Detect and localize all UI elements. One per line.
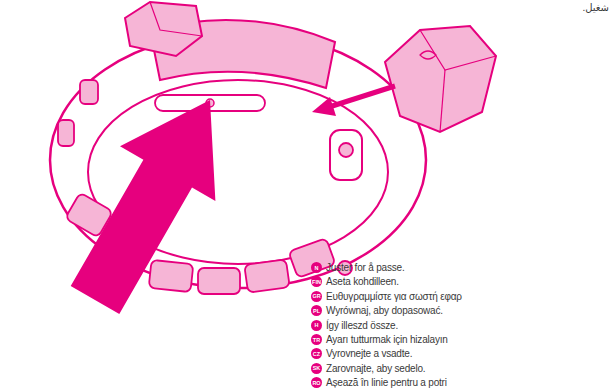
language-line: CZ Vyrovnejte a vsadte. <box>311 348 412 359</box>
insert-arrow <box>326 86 395 108</box>
push-arrow <box>71 100 216 314</box>
socket-knob <box>339 143 353 157</box>
instruction-text: Aseta kohdilleen. <box>326 276 399 287</box>
language-code: FIN <box>311 276 322 287</box>
language-code: H <box>311 320 322 331</box>
gem-top <box>125 2 202 56</box>
language-code: RO <box>311 377 322 388</box>
instruction-text: Zarovnajte, aby sedelo. <box>326 363 425 374</box>
language-code: SK <box>311 363 322 374</box>
arrow-head <box>312 97 336 116</box>
gem-piece <box>385 26 496 132</box>
language-line: N Juster for å passe. <box>311 262 404 273</box>
language-line: RO Așează în linie pentru a potri <box>311 377 447 388</box>
instruction-text: Ευθυγραμμίστε για σωστή εφαρ <box>326 291 462 302</box>
language-line: FIN Aseta kohdilleen. <box>311 276 399 287</box>
language-line: GR Ευθυγραμμίστε για σωστή εφαρ <box>311 291 462 302</box>
instruction-text: Vyrovnejte a vsadte. <box>326 348 412 359</box>
language-code: CZ <box>311 348 322 359</box>
instruction-text: Így illeszd össze. <box>326 320 398 331</box>
language-code: TR <box>311 334 322 345</box>
language-line: PL Wyrównaj, aby dopasować. <box>311 305 443 316</box>
side-button <box>80 80 98 104</box>
language-code: GR <box>311 291 322 302</box>
instruction-text: Așează în linie pentru a potri <box>326 377 447 388</box>
gem-emblem <box>420 51 436 59</box>
gem-facet <box>440 70 445 132</box>
instruction-text: Juster for å passe. <box>326 262 404 273</box>
gem-facet <box>150 2 202 36</box>
language-line: TR Ayarı tutturmak için hizalayın <box>311 334 448 345</box>
language-line: SK Zarovnajte, aby sedelo. <box>311 363 425 374</box>
socket <box>330 130 362 180</box>
instruction-text: Ayarı tutturmak için hizalayın <box>326 334 448 345</box>
gem-facet <box>420 30 496 70</box>
instruction-text: Wyrównaj, aby dopasować. <box>326 305 443 316</box>
language-code: N <box>311 262 322 273</box>
instruction-text: شغيل. <box>582 2 609 13</box>
language-line: H Így illeszd össze. <box>311 320 398 331</box>
language-code: PL <box>311 305 322 316</box>
side-button <box>58 120 74 146</box>
